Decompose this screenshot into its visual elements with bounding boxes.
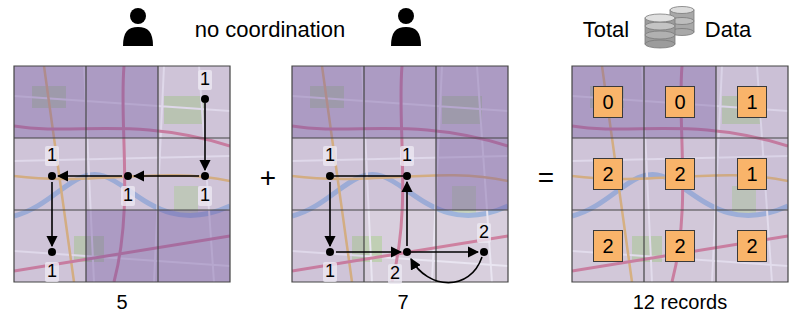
map-grid [292, 66, 508, 282]
trajectory-point [326, 172, 488, 256]
point-count: 1 [45, 262, 59, 282]
point-count: 1 [323, 146, 337, 166]
count-box: 2 [593, 158, 623, 190]
count-box: 2 [665, 230, 695, 262]
map-grid [572, 66, 788, 282]
count-number: 2 [674, 163, 685, 185]
count-number: 1 [746, 163, 757, 185]
record-count: 12 records [633, 291, 728, 313]
point-count: 2 [477, 223, 491, 243]
total-label: Total [583, 18, 629, 42]
count-box: 1 [737, 86, 767, 118]
operator-symbol: = [538, 163, 554, 194]
count-number: 2 [602, 163, 613, 185]
trajectory-point [48, 95, 209, 256]
person-icon [123, 8, 421, 46]
count-number: 0 [602, 91, 613, 113]
count-number: 2 [746, 235, 757, 257]
count-number: 1 [746, 91, 757, 113]
point-count: 1 [323, 262, 337, 282]
trajectory [52, 103, 205, 246]
count-box: 2 [737, 230, 767, 262]
count-box: 0 [593, 86, 623, 118]
point-count: 1 [198, 186, 212, 206]
map-grid [14, 66, 230, 282]
trajectory [330, 176, 482, 283]
operator-symbol: + [260, 163, 276, 194]
record-count: 7 [397, 291, 408, 313]
count-box: 0 [665, 86, 695, 118]
count-box: 1 [737, 158, 767, 190]
point-count: 1 [198, 70, 212, 90]
point-count: 2 [388, 264, 402, 284]
count-box: 2 [665, 158, 695, 190]
database-icon [645, 7, 694, 49]
point-count: 1 [400, 146, 414, 166]
count-number: 2 [602, 235, 613, 257]
record-count: 5 [116, 291, 127, 313]
point-count: 1 [45, 146, 59, 166]
point-count: 1 [121, 186, 135, 206]
count-box: 2 [593, 230, 623, 262]
count-number: 0 [674, 91, 685, 113]
count-number: 2 [674, 235, 685, 257]
data-label: Data [705, 18, 751, 42]
heading-label: no coordination [195, 18, 345, 42]
